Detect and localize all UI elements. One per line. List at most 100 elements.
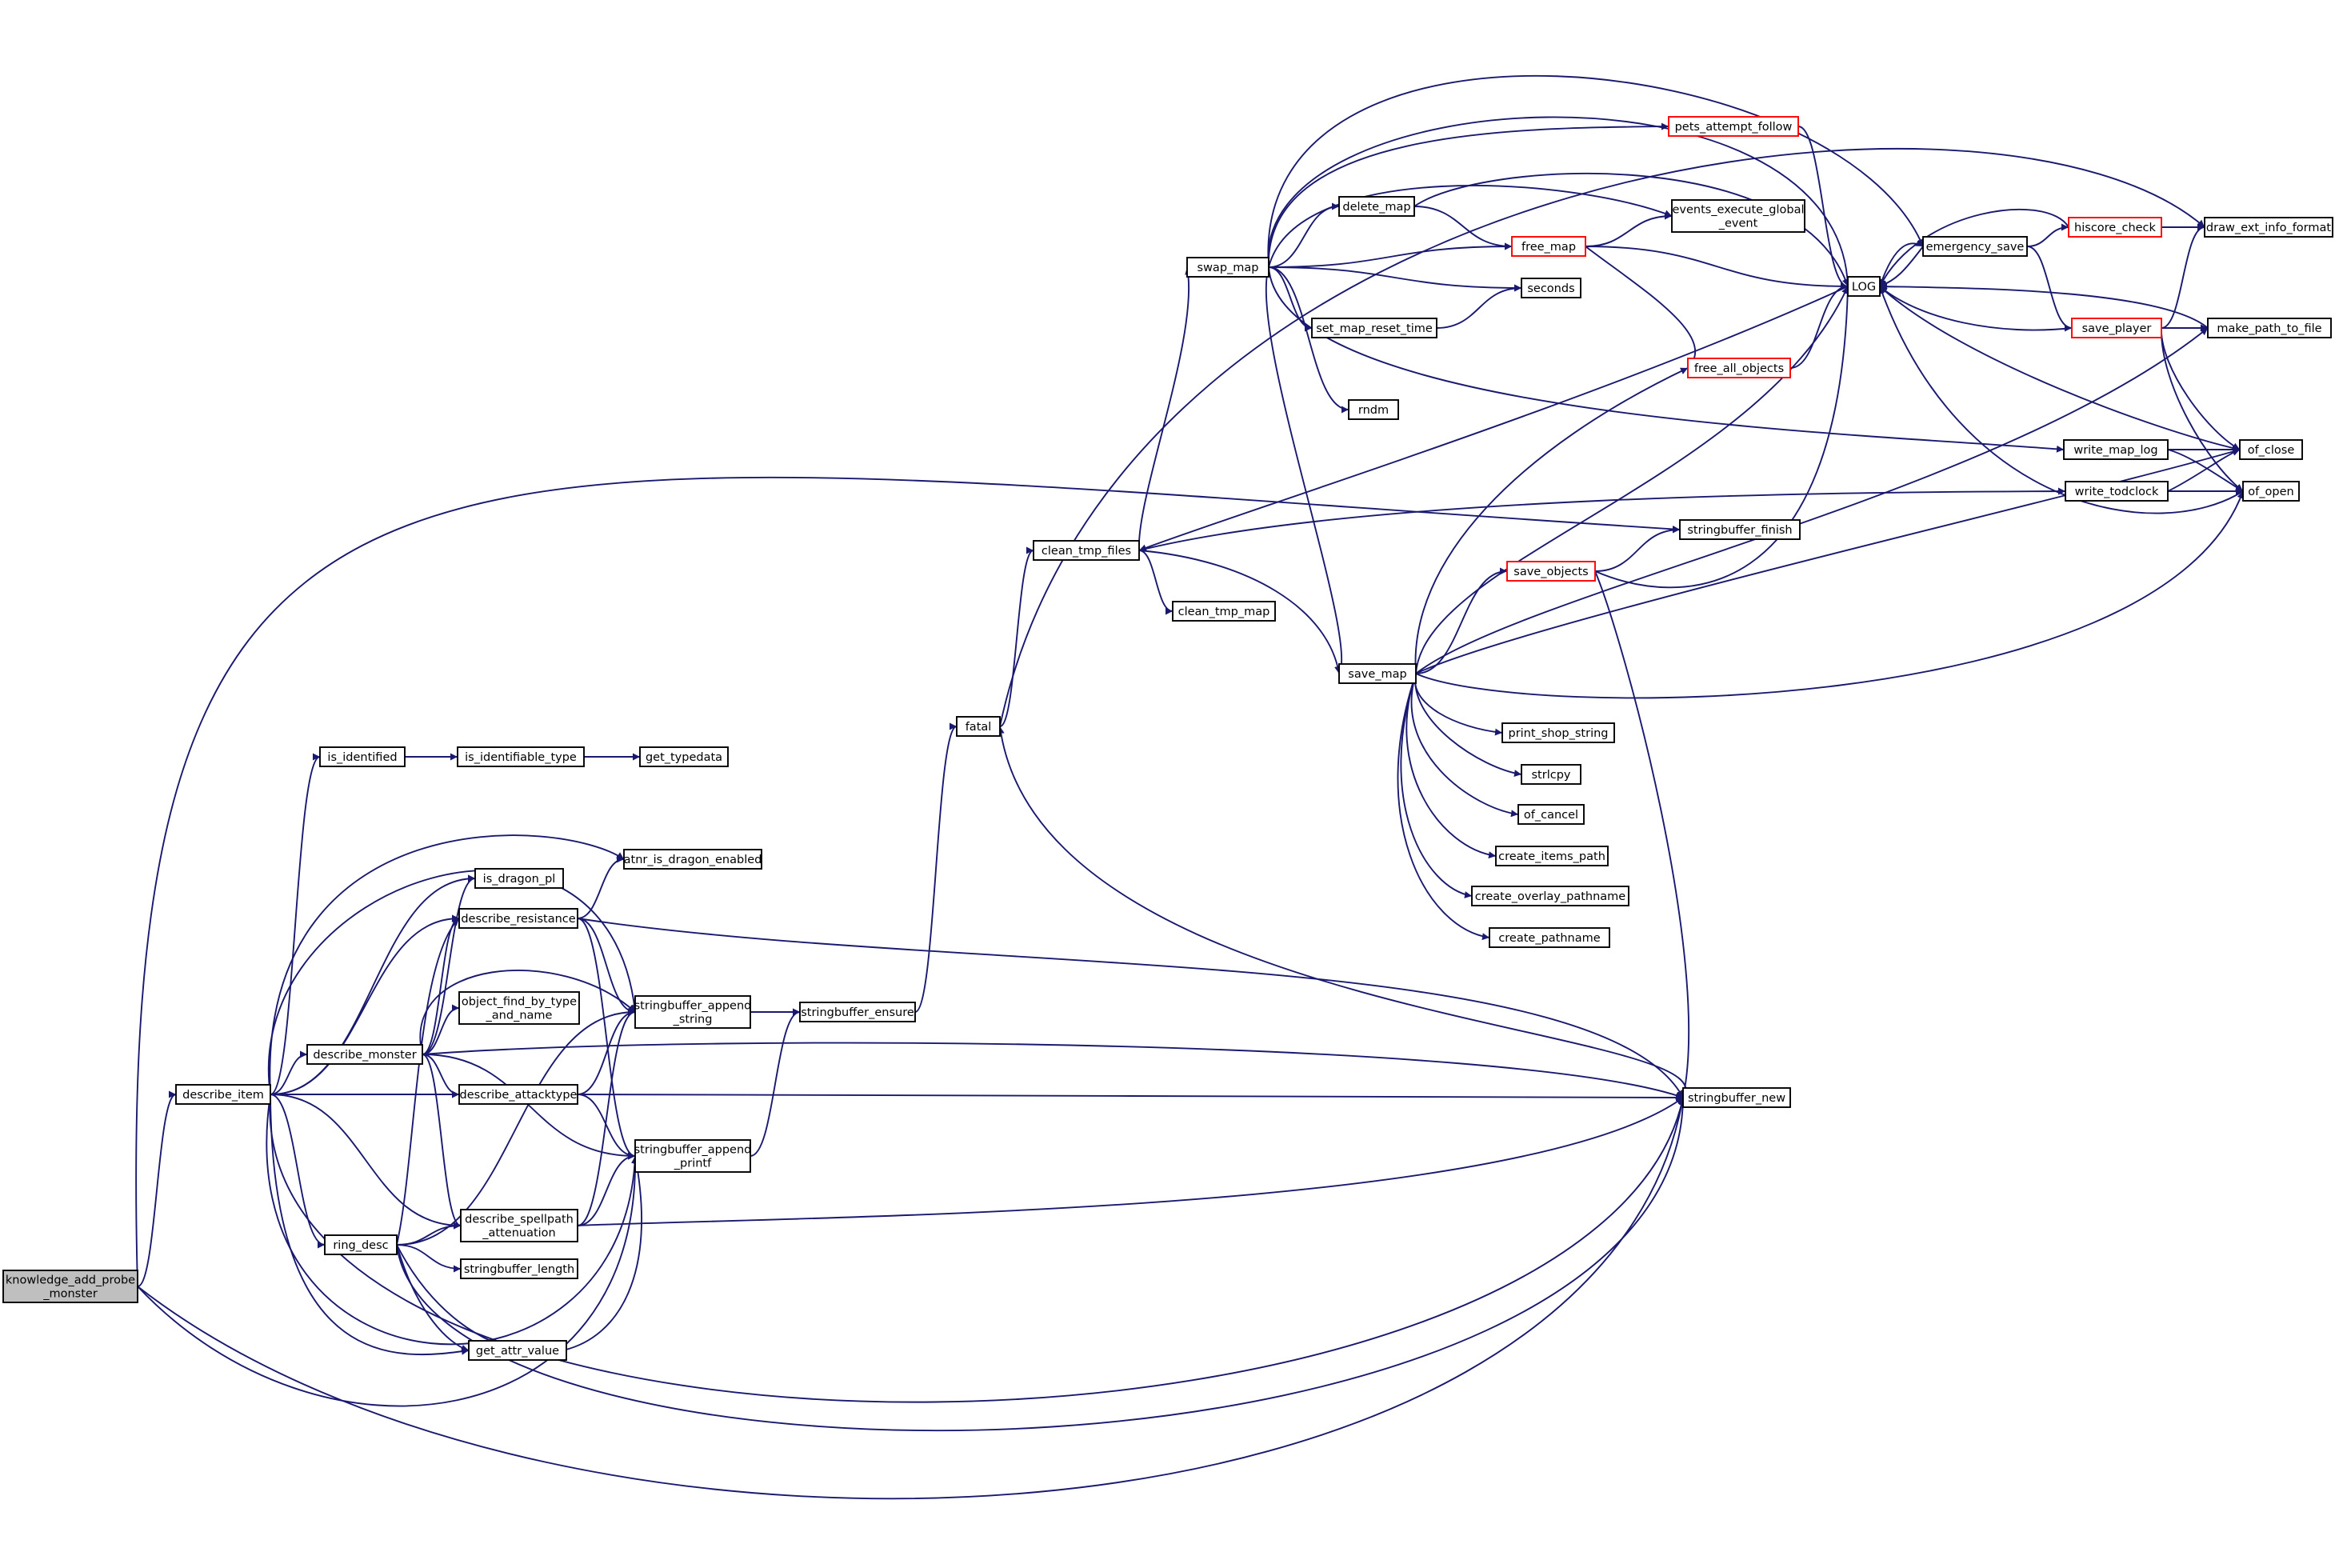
node-label: stringbuffer_ensure — [801, 1006, 914, 1019]
node-label: stringbuffer_append — [634, 1000, 752, 1013]
node-clean-tmp-files[interactable]: clean_tmp_files — [1033, 540, 1140, 561]
node-print-shop-string[interactable]: print_shop_string — [1501, 722, 1615, 743]
node-stringbuffer-finish[interactable]: stringbuffer_finish — [1679, 519, 1801, 540]
node-label: of_close — [2248, 444, 2295, 457]
node-describe-spellpath-attenuation[interactable]: describe_spellpath_attenuation — [460, 1209, 578, 1242]
node-describe-resistance[interactable]: describe_resistance — [458, 908, 578, 929]
node-pets-attempt-follow[interactable]: pets_attempt_follow — [1668, 116, 1799, 137]
node-save-map[interactable]: save_map — [1338, 663, 1417, 684]
node-stringbuffer-append-printf[interactable]: stringbuffer_append_printf — [634, 1139, 752, 1173]
node-stringbuffer-ensure[interactable]: stringbuffer_ensure — [799, 1002, 916, 1022]
edge-emergency_save-to-save_player — [2026, 246, 2073, 332]
node-hiscore-check[interactable]: hiscore_check — [2068, 217, 2162, 238]
node-create-pathname[interactable]: create_pathname — [1489, 927, 1610, 948]
edge-knowledge_add_probe_monster-to-stringbuffer_new — [137, 1097, 1685, 1500]
node-create-overlay-pathname[interactable]: create_overlay_pathname — [1471, 886, 1629, 906]
node-label: describe_item — [182, 1089, 264, 1102]
node-of-open[interactable]: of_open — [2242, 481, 2300, 502]
node-describe-monster[interactable]: describe_monster — [306, 1044, 423, 1065]
node-label: save_objects — [1513, 566, 1588, 578]
node-get-typedata[interactable]: get_typedata — [639, 746, 729, 767]
node-label: save_map — [1348, 668, 1406, 681]
node-label: stringbuffer_append — [634, 1144, 752, 1157]
node-swap-map[interactable]: swap_map — [1186, 257, 1269, 278]
node-is-dragon-pl[interactable]: is_dragon_pl — [474, 868, 564, 889]
edge-save_map-to-free_all_objects — [1414, 367, 1689, 674]
node-label: save_player — [2082, 322, 2152, 335]
edge-swap_map-to-pets_attempt_follow — [1268, 122, 1669, 268]
node-of-cancel[interactable]: of_cancel — [1517, 804, 1585, 825]
edge-describe_monster-to-stringbuffer_new — [422, 1042, 1684, 1099]
node-fatal[interactable]: fatal — [956, 716, 1001, 737]
node-label: of_cancel — [1524, 809, 1578, 822]
edge-make_path_to_file-to-LOG — [1879, 282, 2209, 329]
node-label: create_pathname — [1498, 932, 1600, 945]
edge-stringbuffer_new-to-fatal — [997, 726, 1687, 1098]
node-label: object_find_by_type — [462, 996, 577, 1009]
node-label: create_items_path — [1498, 850, 1605, 863]
node-save-player[interactable]: save_player — [2071, 318, 2162, 338]
node-delete-map[interactable]: delete_map — [1338, 196, 1415, 217]
node-label: atnr_is_dragon_enabled — [624, 854, 762, 866]
edge-describe_attacktype-to-stringbuffer_new — [577, 1094, 1684, 1102]
node-stringbuffer-length[interactable]: stringbuffer_length — [460, 1258, 578, 1279]
edge-fatal-to-draw_ext_info_format — [999, 148, 2205, 727]
node-get-attr-value[interactable]: get_attr_value — [468, 1340, 567, 1361]
node-ring-desc[interactable]: ring_desc — [324, 1234, 398, 1255]
node-free-all-objects[interactable]: free_all_objects — [1687, 358, 1791, 378]
node-label: get_attr_value — [476, 1345, 559, 1358]
node-label: _and_name — [486, 1010, 553, 1022]
node-make-path-to-file[interactable]: make_path_to_file — [2207, 318, 2332, 338]
node-object-find-by-type-and-name[interactable]: object_find_by_type_and_name — [458, 991, 580, 1025]
node-save-objects[interactable]: save_objects — [1506, 561, 1596, 582]
node-label: LOG — [1852, 281, 1876, 294]
node-seconds[interactable]: seconds — [1521, 278, 1581, 298]
node-is-identified[interactable]: is_identified — [319, 746, 406, 767]
edge-save_map-to-print_shop_string — [1413, 673, 1503, 736]
node-create-items-path[interactable]: create_items_path — [1495, 846, 1609, 866]
node-clean-tmp-map[interactable]: clean_tmp_map — [1172, 601, 1276, 622]
edge-knowledge_add_probe_monster-to-stringbuffer_append_printf — [137, 1155, 639, 1407]
edge-describe_monster-to-describe_spellpath_attenuation — [422, 1054, 462, 1230]
edge-swap_map-to-write_map_log — [1268, 266, 2065, 453]
node-write-todclock[interactable]: write_todclock — [2065, 481, 2169, 502]
function-nodes: knowledge_add_probe_monster describe_item… — [2, 116, 2333, 1361]
node-label: rndm — [1358, 404, 1389, 417]
node-rndm[interactable]: rndm — [1348, 399, 1399, 420]
node-label: print_shop_string — [1508, 727, 1608, 740]
edge-save_map-to-strlcpy — [1414, 673, 1522, 778]
node-free-map[interactable]: free_map — [1511, 236, 1586, 257]
node-atnr-is-dragon-enabled[interactable]: atnr_is_dragon_enabled — [623, 849, 762, 870]
node-set-map-reset-time[interactable]: set_map_reset_time — [1311, 318, 1437, 338]
node-events-execute-global-event[interactable]: events_execute_global_event — [1671, 199, 1805, 233]
edge-describe_spellpath_attenuation-to-stringbuffer_append_string — [577, 1008, 636, 1226]
node-emergency-save[interactable]: emergency_save — [1922, 236, 2028, 257]
node-knowledge-add-probe-monster[interactable]: knowledge_add_probe_monster — [2, 1270, 138, 1303]
node-label: clean_tmp_files — [1042, 545, 1131, 558]
node-label: stringbuffer_length — [464, 1263, 574, 1276]
node-label: _printf — [674, 1158, 712, 1170]
edge-ring_desc-to-describe_spellpath_attenuation — [396, 1222, 462, 1246]
node-is-identifiable-type[interactable]: is_identifiable_type — [457, 746, 585, 767]
edge-delete_map-to-free_map — [1413, 206, 1513, 250]
node-describe-attacktype[interactable]: describe_attacktype — [458, 1084, 578, 1105]
edge-save_map-to-create_items_path — [1405, 673, 1497, 859]
node-stringbuffer-append-string[interactable]: stringbuffer_append_string — [634, 995, 752, 1029]
edge-swap_map-to-set_map_reset_time — [1268, 266, 1313, 332]
node-write-map-log[interactable]: write_map_log — [2063, 439, 2169, 460]
edge-save_player-to-LOG — [1879, 286, 2073, 331]
edge-describe_spellpath_attenuation-to-stringbuffer_append_printf — [577, 1152, 636, 1226]
node-of-close[interactable]: of_close — [2239, 439, 2303, 460]
node-strlcpy[interactable]: strlcpy — [1521, 764, 1581, 785]
node-label: set_map_reset_time — [1316, 322, 1433, 335]
node-describe-item[interactable]: describe_item — [175, 1084, 271, 1105]
edge-describe_item-to-describe_spellpath_attenuation — [270, 1094, 462, 1230]
edge-knowledge_add_probe_monster-to-stringbuffer_finish — [135, 476, 1681, 1287]
edge-save_player-to-of_close — [2161, 327, 2241, 450]
edge-save_objects-to-stringbuffer_finish — [1594, 526, 1681, 572]
node-LOG[interactable]: LOG — [1847, 276, 1881, 297]
call-edges — [135, 74, 2245, 1500]
node-stringbuffer-new[interactable]: stringbuffer_new — [1682, 1087, 1791, 1108]
node-draw-ext-info-format[interactable]: draw_ext_info_format — [2204, 217, 2333, 238]
edge-write_todclock-to-of_close — [2167, 449, 2241, 492]
